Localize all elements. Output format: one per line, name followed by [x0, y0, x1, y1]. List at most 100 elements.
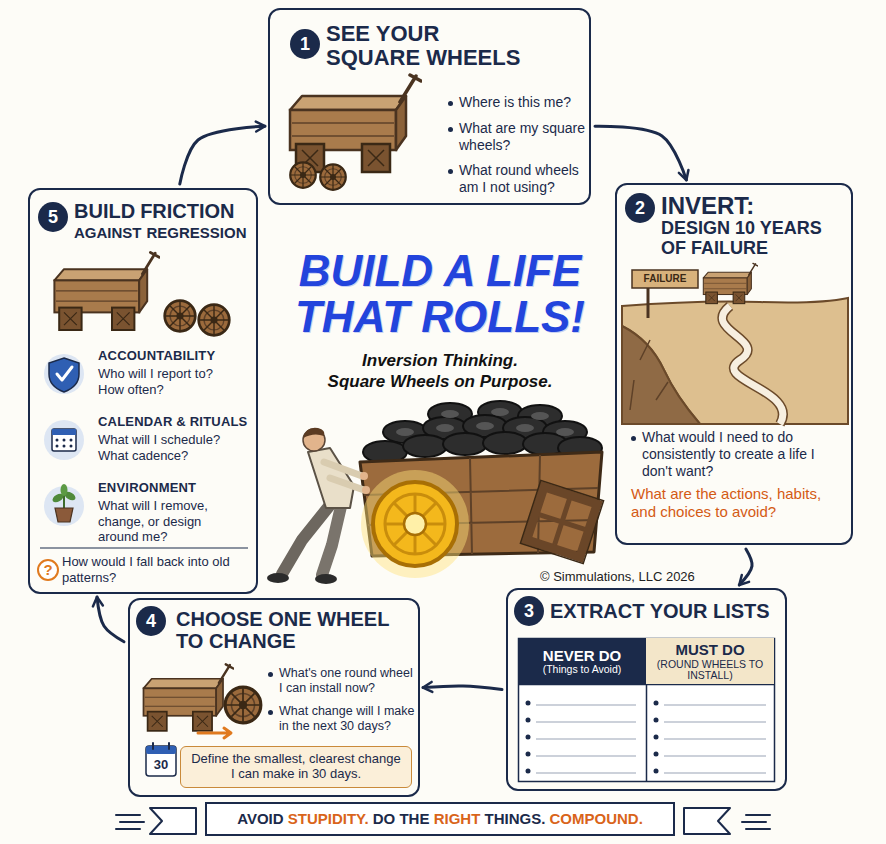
word: REGRESSION [147, 224, 247, 241]
word: AVOID [237, 810, 283, 827]
lists-table [526, 752, 531, 757]
calendar-icon [63, 445, 66, 448]
prompt-text: What round wheels am I not using? [448, 162, 586, 196]
lists-table [536, 705, 766, 773]
plant-icon [55, 508, 73, 522]
cart-illustration [396, 428, 414, 436]
friction-illustration [199, 305, 230, 336]
cliff-illustration [630, 340, 668, 410]
text-slot: ACCOUNTABILITY [98, 348, 254, 364]
wheel-change-illustration [143, 664, 233, 731]
text-slot: INVERT: DESIGN 10 YEARS OF FAILURE [661, 193, 847, 259]
word: Square [328, 372, 386, 391]
word: Inversion [362, 351, 438, 370]
cart-illustration [520, 480, 603, 563]
calendar-icon [146, 743, 176, 776]
calendar-icon [146, 746, 176, 754]
text-slot: ? [38, 560, 58, 580]
text-slot: Inversion Thinking. Square Wheels on Pur… [300, 350, 580, 393]
text-slot: CHOOSE ONE WHEEL TO CHANGE [176, 608, 408, 652]
text-slot: What will I schedule? What cadence? [98, 432, 238, 463]
cart-illustration [373, 482, 457, 566]
cliff-illustration [622, 263, 848, 424]
calendar-icon [56, 439, 59, 442]
calendar-icon [56, 445, 59, 448]
cliff-illustration [703, 263, 757, 303]
man-figure [303, 428, 324, 438]
word: Thinking. [442, 351, 518, 370]
man-figure [322, 502, 342, 575]
cliff-illustration [722, 306, 783, 424]
column-title: NEVER DO [543, 647, 621, 664]
word: BUILD [74, 200, 135, 222]
column-header: MUST DO(ROUND WHEELS TO INSTALL) [646, 638, 774, 684]
step-card: 1SEE YOUR SQUARE WHEELSWhere is this me?… [268, 8, 591, 205]
action-text: Define the smallest, clearest change I c… [189, 752, 403, 782]
text-slot: Where is this me? [448, 94, 586, 111]
cart-illustration [436, 424, 454, 432]
cart-illustration [443, 433, 487, 455]
shield-icon [57, 367, 72, 380]
text-slot: 4 [136, 606, 166, 636]
text-slot: 30 [146, 755, 176, 775]
word: YEARS [760, 218, 822, 238]
calendar-icon [52, 429, 76, 451]
cart-illustration [441, 410, 459, 418]
lists-table [526, 718, 531, 723]
plant-icon [61, 484, 68, 496]
friction-illustration [54, 252, 229, 335]
prompt-text: What's one round wheel I can install now… [268, 666, 416, 696]
shield-icon [44, 354, 84, 394]
word: COMPOUND. [549, 810, 642, 827]
calendar-icon [70, 439, 73, 442]
calendar-icon [44, 420, 84, 460]
cart-illustration [385, 494, 445, 554]
step-number: 5 [38, 202, 68, 232]
lists-table [519, 639, 775, 782]
wheel-change-illustration [225, 687, 261, 723]
cliff-illustration [622, 326, 700, 424]
section-heading: ENVIRONMENT [98, 480, 254, 496]
question-mark: ? [38, 560, 58, 580]
word: INVERT: [661, 192, 754, 219]
word: THINGS. [484, 810, 545, 827]
step-number: 1 [290, 29, 320, 59]
word: on [454, 372, 475, 391]
word: FRICTION [140, 200, 234, 222]
calendar-icon [56, 439, 73, 448]
cart-illustration [396, 408, 574, 436]
lists-table [654, 718, 659, 723]
column-note: (Things to Avoid) [543, 664, 622, 675]
man-figure [324, 462, 364, 490]
column-header: NEVER DO(Things to Avoid) [518, 638, 646, 684]
word: OF [661, 238, 686, 258]
cart-illustration [360, 401, 604, 578]
cart-illustration [527, 487, 598, 558]
step-card: 5BUILD FRICTION AGAINST REGRESSION ACCOUN… [28, 188, 258, 594]
motto-text: AVOID STUPIDITY. DO THE RIGHT THINGS. CO… [237, 804, 643, 834]
step-number: 3 [514, 596, 544, 626]
wagon-illustration [290, 75, 421, 190]
text-slot: BUILD FRICTION AGAINST REGRESSION [74, 200, 254, 243]
wheel-change-illustration [143, 664, 260, 738]
text-slot: Who will I report to? How often? [98, 366, 238, 397]
page-title: BUILD A LIFE THAT ROLLS! [280, 248, 600, 340]
word: STUPIDITY. [288, 810, 369, 827]
divider-line [40, 547, 248, 548]
prompt-text: Where is this me? [448, 94, 586, 111]
calendar-icon [63, 439, 66, 442]
friction-illustration [165, 301, 196, 332]
cart-illustration [491, 408, 509, 416]
cart-illustration [532, 492, 592, 552]
text-slot: 3 [514, 596, 544, 626]
text-slot: 1 [290, 29, 320, 59]
cliff-illustration [647, 288, 650, 318]
cart-illustration [483, 432, 527, 454]
lists-table [526, 769, 531, 774]
wheel-change-illustration [198, 728, 231, 738]
word: DO [373, 810, 396, 827]
cart-illustration [404, 513, 426, 535]
lists-table [654, 752, 659, 757]
cart-illustration [476, 422, 494, 430]
